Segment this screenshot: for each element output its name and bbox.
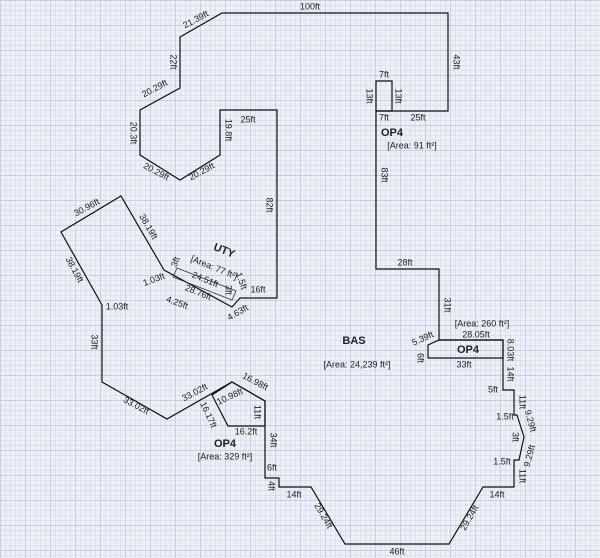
dim-label: 28.05ft xyxy=(462,329,490,339)
dim-label: 30.96ft xyxy=(72,196,101,218)
dim-label: 9.29ft xyxy=(523,409,539,434)
dim-label: 25ft xyxy=(240,114,256,124)
dim-label: 5ft xyxy=(488,384,499,394)
dim-label: 1.5ft xyxy=(493,456,511,466)
dim-label: 20.3ft xyxy=(129,122,139,145)
dim-label: 100ft xyxy=(300,1,321,11)
dim-label: 38.19ft xyxy=(137,212,160,241)
dim-label: 7ft xyxy=(379,112,390,122)
dim-label: 19.8ft xyxy=(224,119,234,142)
dim-label: 13ft xyxy=(394,88,404,104)
op4-top-outline[interactable] xyxy=(375,80,393,112)
dim-label: 16.17ft xyxy=(198,400,219,430)
dim-label: 33ft xyxy=(90,334,100,350)
dim-label: 20.29ft xyxy=(187,160,216,182)
dim-label: 11ft xyxy=(253,405,263,420)
area-labels: BAS [Area: 24,239 ft²] OP4 [Area: 91 ft²… xyxy=(189,127,509,461)
op4-bottom-outline[interactable] xyxy=(211,381,266,427)
dim-label: 3ft xyxy=(511,432,521,443)
op4-bottom-label: OP4 xyxy=(214,438,237,450)
dimension-labels: 100ft 21.39ft 22ft 20.29ft 20.3ft 20.29f… xyxy=(64,1,539,556)
dim-label: 8.03ft xyxy=(506,339,516,362)
dim-label: 14ft xyxy=(506,366,516,382)
dim-label: 4ft xyxy=(267,481,277,492)
dim-label: 7ft xyxy=(379,69,390,79)
dim-label: 3ft xyxy=(169,255,182,268)
dim-label: 4.25ft xyxy=(165,294,190,311)
dim-label: 31ft xyxy=(443,297,453,313)
dim-label: 1.5ft xyxy=(496,411,514,421)
dim-label: 1.03ft xyxy=(141,271,166,288)
dim-label: 14ft xyxy=(489,489,505,499)
dim-label: 16ft xyxy=(250,284,266,294)
dim-label: 20.29ft xyxy=(142,161,171,183)
dim-label: 28ft xyxy=(397,257,413,267)
op4-bottom-area: [Area: 329 ft²] xyxy=(198,451,253,461)
dim-label: 6ft xyxy=(416,353,426,364)
dim-label: 11ft xyxy=(518,395,528,410)
op4-top-area: [Area: 91 ft²] xyxy=(387,140,437,150)
dim-label: 5.39ft xyxy=(410,329,435,348)
dim-label: 22ft xyxy=(169,54,179,70)
bas-label: BAS xyxy=(342,335,365,347)
dim-label: 29.24ft xyxy=(312,501,335,530)
dim-label: 21.39ft xyxy=(181,8,210,30)
uty-label: UTY xyxy=(212,241,238,261)
dim-label: 34ft xyxy=(269,432,279,448)
dim-label: 3ft xyxy=(224,285,234,296)
bas-area: [Area: 24,239 ft²] xyxy=(323,359,390,369)
dim-label: 33.02ft xyxy=(122,395,151,417)
dim-label: 1.5ft xyxy=(234,271,250,291)
op4-top-label: OP4 xyxy=(381,127,404,139)
dim-label: 82ft xyxy=(265,197,275,213)
dim-label: 1.03ft xyxy=(106,301,129,311)
dim-label: 16.2ft xyxy=(235,426,258,436)
dim-label: 46ft xyxy=(389,546,405,556)
bas-outline[interactable] xyxy=(60,12,525,545)
dim-label: 43ft xyxy=(452,54,462,70)
dim-label: 11ft xyxy=(518,469,528,484)
op4-right-area: [Area: 260 ft²] xyxy=(455,318,510,328)
op4-right-outline[interactable] xyxy=(427,339,504,359)
dim-label: 6ft xyxy=(267,462,278,472)
dim-label: 83ft xyxy=(380,167,390,183)
uty-outline[interactable] xyxy=(172,267,237,301)
dim-label: 25ft xyxy=(410,112,426,122)
dim-label: 29.24ft xyxy=(458,503,481,532)
dim-label: 13ft xyxy=(365,88,375,104)
dim-label: 33ft xyxy=(456,359,472,369)
dim-label: 14ft xyxy=(286,489,302,499)
dim-label: 9.29ft xyxy=(522,443,538,468)
op4-right-label: OP4 xyxy=(457,344,480,356)
